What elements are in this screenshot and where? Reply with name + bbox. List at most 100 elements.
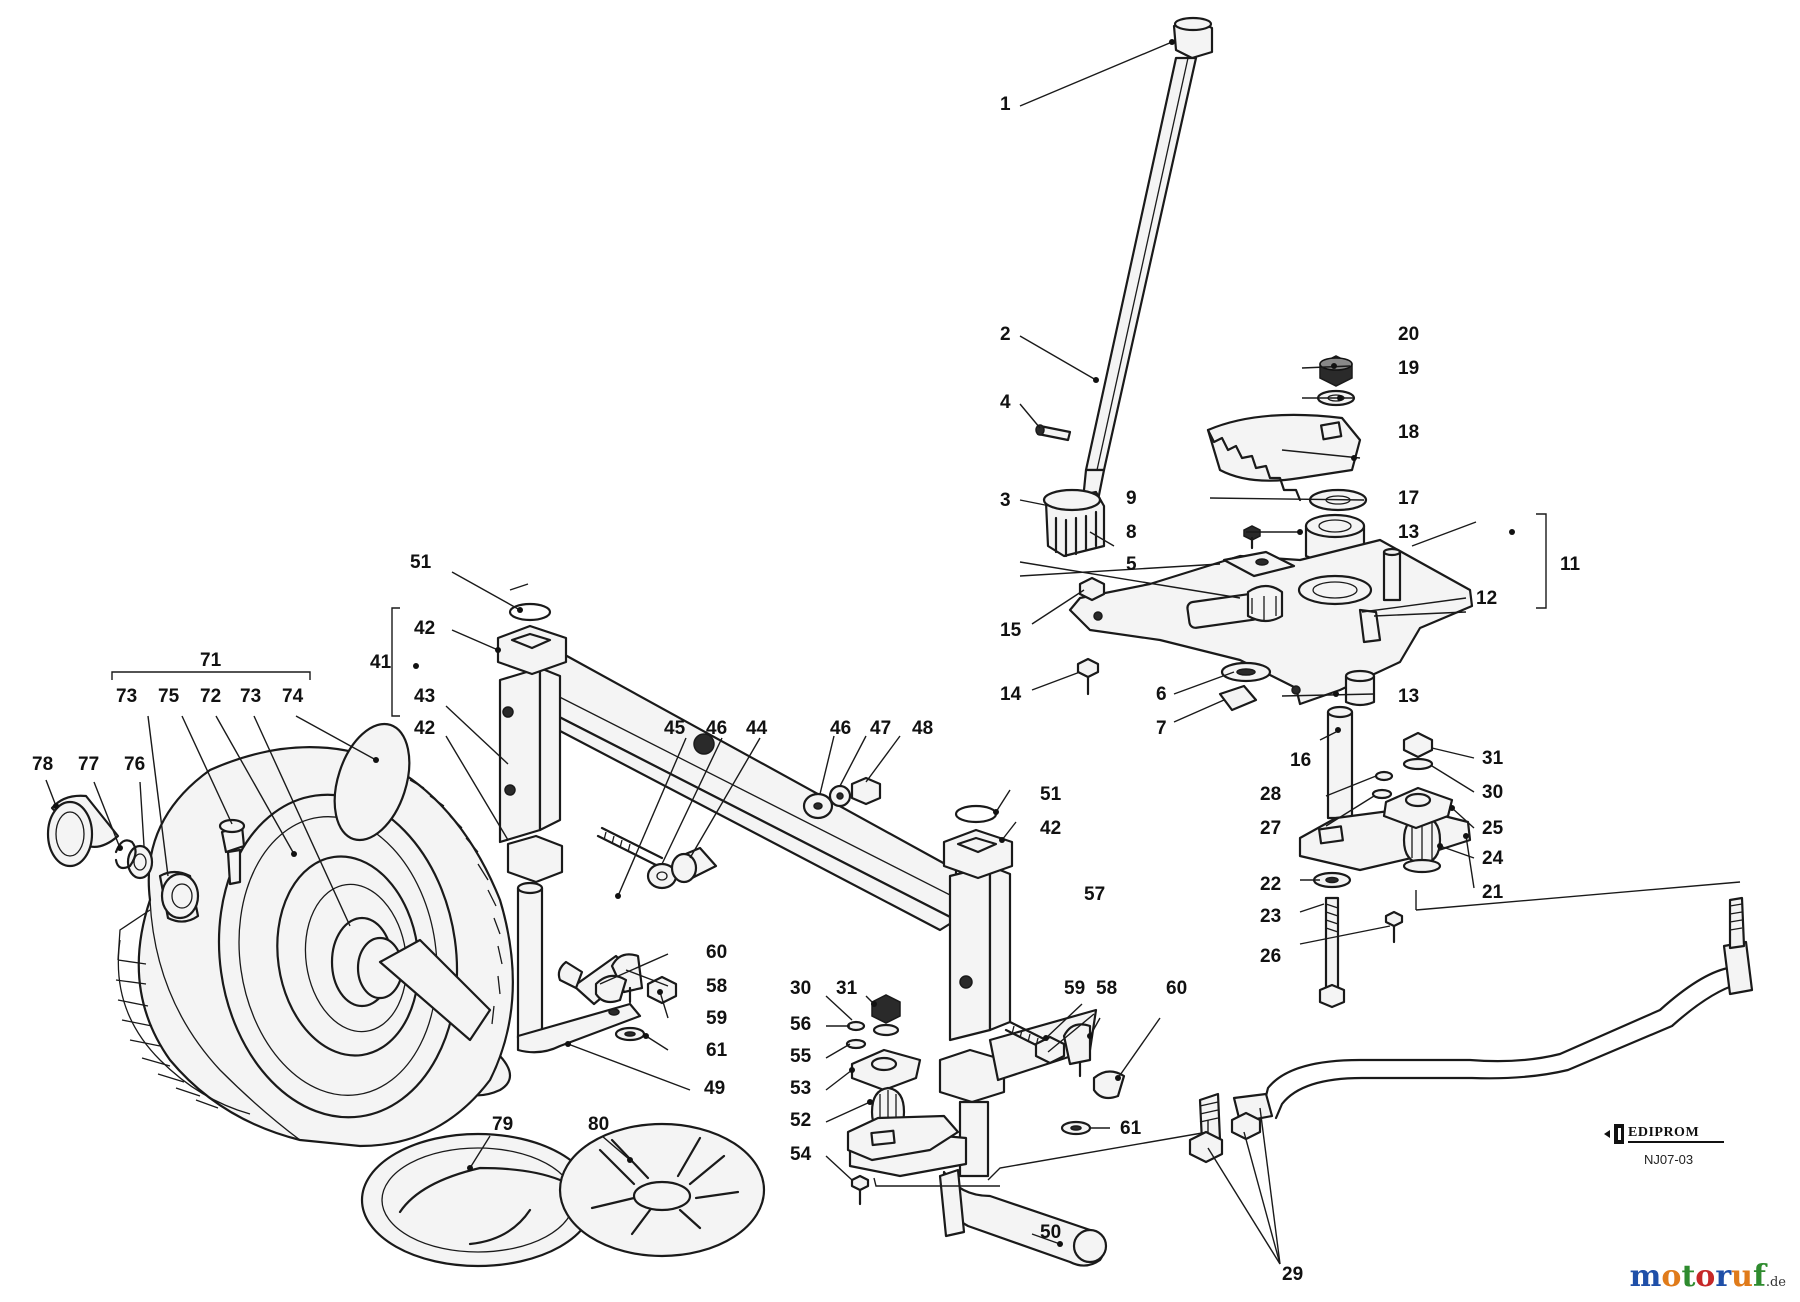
- label-part-51-right: 51: [1040, 784, 1062, 805]
- screw-part-14: [1076, 657, 1100, 696]
- label-part-54: 54: [790, 1144, 812, 1165]
- label-part-46-right: 46: [830, 718, 851, 739]
- bushing-part-13-lower: [1344, 669, 1376, 707]
- label-part-30-center: 30: [790, 978, 811, 999]
- label-part-1: 1: [1000, 94, 1011, 115]
- pinion-part-3: [1042, 488, 1106, 558]
- label-part-21: 21: [1482, 882, 1504, 903]
- label-part-42-right: 42: [1040, 818, 1061, 839]
- cap-part-42-right: [942, 828, 1014, 880]
- label-part-17: 17: [1398, 488, 1419, 509]
- washer-part-76: [126, 844, 154, 880]
- label-part-58-left: 58: [706, 976, 727, 997]
- label-part-41: 41: [370, 652, 392, 673]
- label-part-2: 2: [1000, 324, 1011, 345]
- washer-part-61-right: [1060, 1120, 1092, 1136]
- steering-support-plate-part-11: [1068, 538, 1474, 706]
- label-part-79: 79: [492, 1114, 513, 1135]
- steering-arm-center: [846, 1114, 960, 1162]
- valve-part-72: [218, 818, 246, 886]
- label-part-59-right: 59: [1064, 978, 1085, 999]
- clip-part-51-right: [954, 804, 998, 824]
- label-part-42-bottom-left: 42: [414, 718, 435, 739]
- washer-part-27: [1371, 788, 1393, 800]
- washer-part-47: [828, 784, 852, 808]
- label-part-27: 27: [1260, 818, 1281, 839]
- watermark-letter: u: [1731, 1259, 1753, 1294]
- bolt-part-23: [1318, 896, 1346, 1009]
- label-part-9: 9: [1126, 488, 1137, 509]
- watermark-letter: f: [1752, 1259, 1766, 1294]
- nut-part-20: [1319, 355, 1353, 387]
- drawing-code: NJ07-03: [1644, 1152, 1693, 1167]
- clip-part-7: [1218, 684, 1258, 712]
- label-part-4: 4: [1000, 392, 1011, 413]
- watermark-letter: m: [1629, 1259, 1662, 1294]
- label-part-52: 52: [790, 1110, 811, 1131]
- spacer-part-44: [670, 846, 718, 884]
- label-part-73-right: 73: [240, 686, 261, 707]
- label-part-13-upper: 13: [1398, 522, 1419, 543]
- ball-joint-part-58-right: [1062, 1023, 1092, 1078]
- label-part-5: 5: [1126, 554, 1137, 575]
- label-part-76: 76: [124, 754, 145, 775]
- washer-part-30-right: [1402, 757, 1434, 771]
- label-part-47: 47: [870, 718, 891, 739]
- bearing-part-5: [1246, 584, 1284, 623]
- label-part-55: 55: [790, 1046, 812, 1067]
- label-part-58-right: 58: [1096, 978, 1117, 999]
- label-part-25: 25: [1482, 818, 1504, 839]
- label-part-30-right: 30: [1482, 782, 1503, 803]
- label-part-12: 12: [1476, 588, 1497, 609]
- label-part-75: 75: [158, 686, 180, 707]
- label-part-53: 53: [790, 1078, 811, 1099]
- label-part-20: 20: [1398, 324, 1419, 345]
- label-part-61-right: 61: [1120, 1118, 1142, 1139]
- bearing-plate-part-25: [1382, 786, 1454, 830]
- bolt-part-45: [596, 826, 664, 868]
- clip-part-77: [114, 839, 137, 870]
- washer-part-28: [1374, 770, 1394, 782]
- label-part-31-right: 31: [1482, 748, 1504, 769]
- sector-gear-part-18: [1206, 413, 1362, 502]
- washer-part-61-left: [614, 1026, 646, 1042]
- wheel-assembly-part-71: [115, 722, 514, 1148]
- label-part-7: 7: [1156, 718, 1167, 739]
- label-part-18: 18: [1398, 422, 1419, 443]
- label-part-45: 45: [664, 718, 686, 739]
- watermark-letter: o: [1661, 1259, 1682, 1294]
- label-part-13-lower: 13: [1398, 686, 1419, 707]
- label-part-59-left: 59: [706, 1008, 727, 1029]
- nut-part-15: [1078, 576, 1106, 602]
- label-part-11: 11: [1560, 554, 1581, 575]
- watermark-text: motoruf: [1630, 1259, 1766, 1294]
- watermark: motoruf.de: [1630, 1259, 1786, 1294]
- screw-part-9: [1243, 525, 1261, 550]
- washer-part-56: [846, 1020, 866, 1032]
- label-part-16: 16: [1290, 750, 1311, 771]
- watermark-letter: r: [1715, 1259, 1732, 1294]
- part-number-labels: 1 2 3 4 5 6 7 8 9 11 12 13 13 14 15 16 1…: [32, 94, 1581, 1285]
- label-part-14: 14: [1000, 684, 1022, 705]
- label-part-15: 15: [1000, 620, 1022, 641]
- label-part-50: 50: [1040, 1222, 1061, 1243]
- label-part-29: 29: [1282, 1264, 1303, 1285]
- label-part-60-right: 60: [1166, 978, 1187, 999]
- cap-part-42-left: [496, 624, 568, 676]
- lever-part-8: [1222, 550, 1296, 578]
- label-part-49: 49: [704, 1078, 725, 1099]
- washer-part-30-center: [872, 1023, 900, 1037]
- label-part-57: 57: [1084, 884, 1105, 905]
- bushing-right-lower: [938, 1048, 1006, 1104]
- label-part-43: 43: [414, 686, 435, 707]
- label-part-48: 48: [912, 718, 933, 739]
- clip-part-51-left: [508, 602, 552, 622]
- label-part-44: 44: [746, 718, 768, 739]
- label-part-73-left: 73: [116, 686, 137, 707]
- disc-part-79: [360, 1132, 596, 1268]
- bushing-part-42-lower: [506, 834, 564, 884]
- watermark-letter: t: [1681, 1259, 1696, 1294]
- label-part-28: 28: [1260, 784, 1281, 805]
- label-part-3: 3: [1000, 490, 1011, 511]
- label-part-26: 26: [1260, 946, 1281, 967]
